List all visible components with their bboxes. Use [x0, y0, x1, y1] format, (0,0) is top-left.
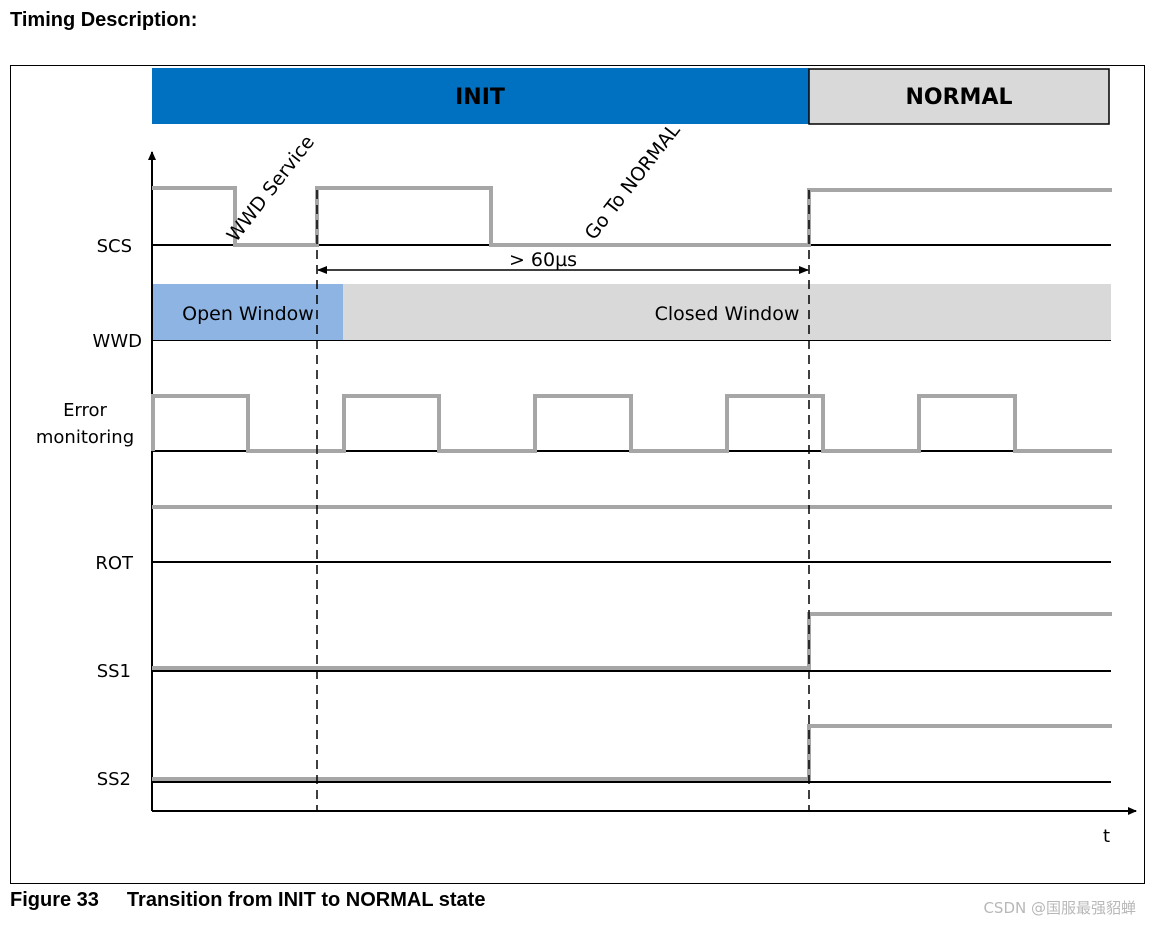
init-state-bar [152, 68, 809, 124]
ss1-label: SS1 [97, 661, 131, 682]
ss2-label: SS2 [97, 769, 131, 790]
closed-window-label: Closed Window [655, 303, 800, 325]
figure-caption: Figure 33 Transition from INIT to NORMAL … [10, 889, 485, 912]
open-window-region [153, 284, 343, 340]
section-heading: Timing Description: [10, 9, 198, 31]
normal-state-label: NORMAL [906, 85, 1013, 110]
timing-label: > 60µs [509, 249, 577, 271]
error-monitoring-waveform [151, 394, 1112, 453]
error-monitoring-label-line2: monitoring [36, 427, 134, 448]
wwd-service-label: WWD Service [223, 131, 319, 246]
normal-state-bar [808, 68, 1110, 125]
error-monitoring-label-line1: Error [63, 400, 107, 421]
scs-waveform [152, 186, 1112, 247]
scs-label: SCS [97, 236, 132, 257]
init-state-label: INIT [455, 85, 505, 110]
closed-window-region [343, 284, 1111, 340]
time-axis-label: t [1103, 826, 1110, 847]
figure-frame [10, 65, 1145, 884]
watermark: CSDN @国服最强貂蝉 [983, 899, 1136, 917]
open-window-label: Open Window [182, 303, 314, 325]
rot-label: ROT [95, 553, 134, 574]
wwd-label: WWD [93, 331, 142, 352]
ss2-waveform [152, 724, 1112, 781]
go-to-normal-label: Go To NORMAL [581, 119, 685, 244]
figure-title: Transition from INIT to NORMAL state [126, 889, 486, 911]
figure-number: Figure 33 [10, 889, 99, 911]
ss1-waveform [152, 612, 1112, 670]
